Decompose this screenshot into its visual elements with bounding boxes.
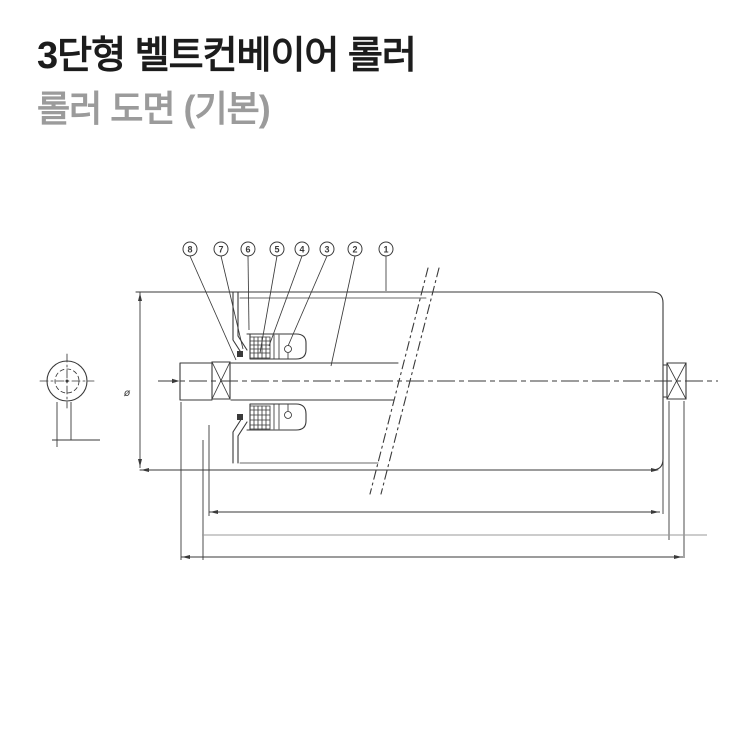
callout-7: 7 <box>214 242 243 349</box>
lower-seal-divider <box>274 404 279 429</box>
callout-4: 4 <box>269 242 309 346</box>
callout-5: 5 <box>260 242 284 353</box>
housing-lower <box>233 404 306 463</box>
break-line-2 <box>381 268 439 494</box>
shaft-right-stub <box>663 365 667 397</box>
lower-snap-ring <box>237 414 243 420</box>
callout-2: 2 <box>331 242 362 366</box>
svg-text:2: 2 <box>352 245 357 255</box>
svg-text:7: 7 <box>218 245 223 255</box>
lower-grease-hole <box>285 412 292 419</box>
callout-3: 3 <box>288 242 334 346</box>
page-title: 3단형 벨트컨베이어 롤러 <box>37 35 417 77</box>
dimensions: ø <box>123 292 707 560</box>
upper-bearing-hatch <box>250 337 270 358</box>
break-line-1 <box>370 268 428 494</box>
bearing-left-box <box>212 362 230 399</box>
svg-text:5: 5 <box>274 245 279 255</box>
callout-8: 8 <box>183 242 236 360</box>
lower-bracket-outer <box>233 418 242 463</box>
lower-bearing-hatch <box>250 406 270 429</box>
shaft <box>180 363 667 400</box>
housing-upper <box>233 292 306 359</box>
center-dot <box>65 379 69 383</box>
shaft-lines <box>180 363 398 400</box>
callout-1: 1 <box>379 242 393 291</box>
svg-text:6: 6 <box>245 245 250 255</box>
upper-seal-divider <box>274 335 279 359</box>
bearing-left-cross <box>212 362 230 399</box>
svg-text:3: 3 <box>324 245 329 255</box>
upper-bracket-inner <box>238 292 247 350</box>
upper-grease-hole <box>285 346 292 353</box>
svg-text:1: 1 <box>383 245 388 255</box>
page-subtitle: 롤러 도면 (기본) <box>37 88 271 129</box>
callout-6: 6 <box>241 242 255 330</box>
upper-snap-ring <box>237 351 243 357</box>
svg-text:4: 4 <box>299 245 304 255</box>
lower-bracket-inner <box>238 422 247 463</box>
part-callouts: 8 7 6 5 4 3 2 <box>183 242 393 366</box>
break-lines <box>370 268 439 494</box>
upper-seal-cap <box>247 334 306 359</box>
diameter-symbol: ø <box>123 388 131 399</box>
extension-lines <box>181 401 684 560</box>
shaft-end-view <box>40 354 100 447</box>
svg-text:8: 8 <box>187 245 192 255</box>
lower-seal-cap <box>247 404 306 430</box>
end-view-extension-lines <box>52 402 100 447</box>
bearing-left <box>212 362 230 399</box>
